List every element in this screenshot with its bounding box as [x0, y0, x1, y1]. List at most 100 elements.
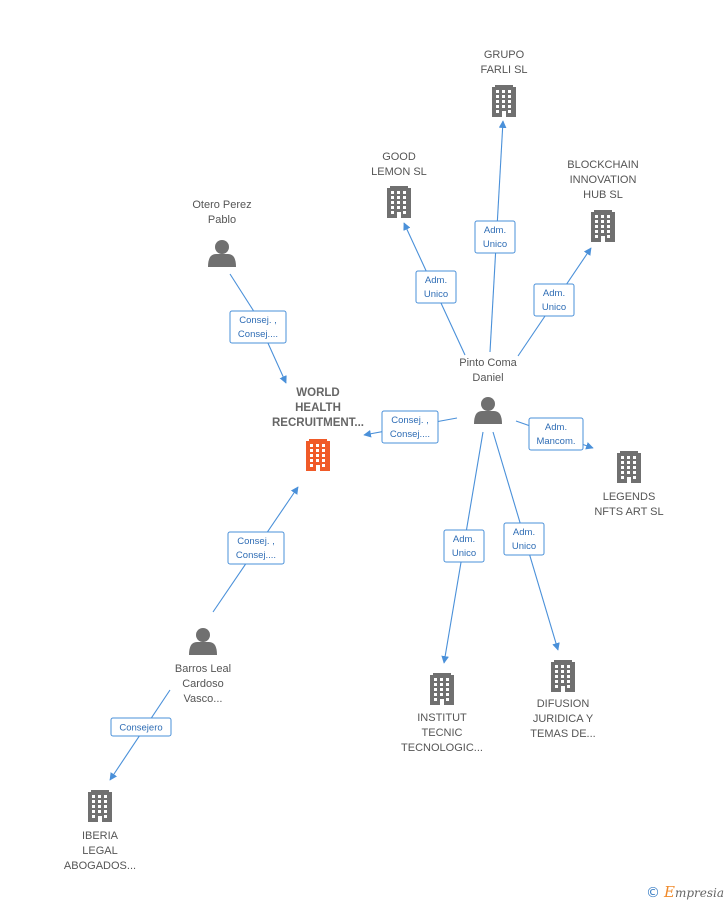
node-label-line: LEGENDS — [603, 491, 656, 503]
edge-label[interactable]: Adm. Unico — [503, 522, 545, 556]
node-label-line: RECRUITMENT... — [272, 417, 364, 429]
edge-label[interactable]: Adm. Unico — [443, 529, 485, 563]
node-label-line: WORLD — [296, 387, 339, 399]
building-icon — [306, 439, 330, 471]
node-label-line: HUB SL — [583, 189, 623, 201]
edge-label-text: Unico — [452, 548, 476, 559]
node-label-line: LEGAL — [82, 845, 117, 857]
node-label-line: ABOGADOS... — [64, 860, 136, 872]
edge-label[interactable]: Consej. , Consej.... — [229, 310, 287, 344]
node-difusion[interactable]: DIFUSION JURIDICA Y TEMAS DE... — [530, 660, 596, 740]
edge-label-text: Adm. — [453, 534, 475, 545]
building-icon — [551, 660, 575, 692]
edge-label-text: Adm. — [543, 288, 565, 299]
edge-label-text: Adm. — [513, 527, 535, 538]
node-barros[interactable]: Barros LealCardosoVasco... — [175, 628, 231, 705]
node-iberia[interactable]: IBERIALEGALABOGADOS... — [64, 790, 136, 872]
node-grupo-farli[interactable]: GRUPO FARLI SL — [480, 49, 528, 117]
edge-label[interactable]: Adm. Unico — [474, 220, 516, 254]
node-good-lemon[interactable]: GOOD LEMON SL — [371, 151, 427, 218]
node-label-line: DIFUSION — [537, 698, 590, 710]
node-world-health[interactable]: WORLD HEALTH RECRUITMENT... — [272, 387, 364, 471]
node-label-line: TECNOLOGIC... — [401, 742, 483, 754]
edge-label-box — [227, 531, 285, 565]
node-label-line: TECNIC — [422, 727, 463, 739]
edge-label-text: Unico — [483, 239, 507, 250]
node-label-line: Vasco... — [184, 693, 223, 705]
building-icon — [617, 451, 641, 483]
node-label-line: Pablo — [208, 214, 236, 226]
edge-label-text: Unico — [512, 541, 536, 552]
building-icon — [387, 186, 411, 218]
edge-label[interactable]: Consejero — [110, 717, 172, 737]
edge-label-box — [528, 417, 584, 451]
node-label-line: Daniel — [472, 372, 503, 384]
edge-label-text: Unico — [542, 302, 566, 313]
edge-pinto-to-difusion: Adm. Unico — [492, 431, 560, 651]
edge-label-text: Mancom. — [536, 436, 575, 447]
node-legends[interactable]: LEGENDS NFTS ART SL — [594, 451, 664, 518]
edge-label-box — [110, 717, 172, 737]
edge-pinto-to-institut: Adm. Unico — [441, 431, 485, 664]
building-icon — [591, 210, 615, 242]
edge-label-text: Adm. — [545, 422, 567, 433]
person-icon — [189, 628, 217, 655]
edge-pinto-to-world-health: Consej. , Consej.... — [363, 410, 458, 444]
edge-label-text: Consej. , — [237, 536, 275, 547]
building-icon — [430, 673, 454, 705]
edge-label-box — [533, 283, 575, 317]
edge-label[interactable]: Adm. Mancom. — [528, 417, 584, 451]
edge-label-box — [381, 410, 439, 444]
node-label-line: Pinto Coma — [459, 357, 517, 369]
node-label-line: LEMON SL — [371, 166, 427, 178]
node-label-line: Barros Leal — [175, 663, 231, 675]
edge-barros-to-world-health: Consej. , Consej.... — [212, 486, 299, 613]
edge-label-box — [503, 522, 545, 556]
edge-label[interactable]: Consej. , Consej.... — [227, 531, 285, 565]
edge-label-box — [415, 270, 457, 304]
edge-label-text: Consej. , — [239, 315, 277, 326]
edge-label-text: Unico — [424, 289, 448, 300]
edge-label-text: Adm. — [425, 275, 447, 286]
edge-label[interactable]: Consej. , Consej.... — [381, 410, 439, 444]
nodes-layer: WORLD HEALTH RECRUITMENT... GRUPO FARLI SL GO… — [64, 49, 664, 872]
edge-pinto-to-blockchain: Adm. Unico — [517, 247, 592, 357]
building-icon — [492, 85, 516, 117]
edge-pinto-to-grupo-farli: Adm. Unico — [474, 120, 516, 353]
edge-label-box — [443, 529, 485, 563]
edge-label-box — [229, 310, 287, 344]
node-label-line: HEALTH — [295, 402, 341, 414]
node-label-line: TEMAS DE... — [530, 728, 595, 740]
edge-label-text: Consej.... — [390, 429, 430, 440]
node-label-line: INSTITUT — [417, 712, 467, 724]
node-label-line: Cardoso — [182, 678, 224, 690]
node-label-line: FARLI SL — [480, 64, 527, 76]
node-label-line: BLOCKCHAIN — [567, 159, 639, 171]
node-label-line: Otero Perez — [192, 199, 251, 211]
person-icon — [208, 240, 236, 267]
building-icon — [88, 790, 112, 822]
edge-label-text: Consej.... — [236, 550, 276, 561]
node-label-line: INNOVATION — [570, 174, 637, 186]
person-icon — [474, 397, 502, 424]
node-institut[interactable]: INSTITUT TECNIC TECNOLOGIC... — [401, 673, 483, 754]
node-label-line: GOOD — [382, 151, 416, 163]
edge-line — [229, 273, 287, 384]
edge-label[interactable]: Adm. Unico — [533, 283, 575, 317]
edge-label-text: Consej. , — [391, 415, 429, 426]
edge-label-text: Consejero — [119, 723, 162, 734]
edge-otero-to-world-health: Consej. , Consej.... — [229, 273, 287, 384]
node-label-line: NFTS ART SL — [594, 506, 663, 518]
edge-label-text: Consej.... — [238, 329, 278, 340]
edge-barros-to-iberia: Consejero — [109, 689, 172, 781]
copyright-icon: © — [645, 885, 660, 901]
node-blockchain[interactable]: BLOCKCHAIN INNOVATION HUB SL — [567, 159, 639, 242]
edge-label-box — [474, 220, 516, 254]
node-label-line: JURIDICA Y — [533, 713, 594, 725]
node-label-line: GRUPO — [484, 49, 525, 61]
edge-label[interactable]: Adm. Unico — [415, 270, 457, 304]
edge-label-text: Adm. — [484, 225, 506, 236]
